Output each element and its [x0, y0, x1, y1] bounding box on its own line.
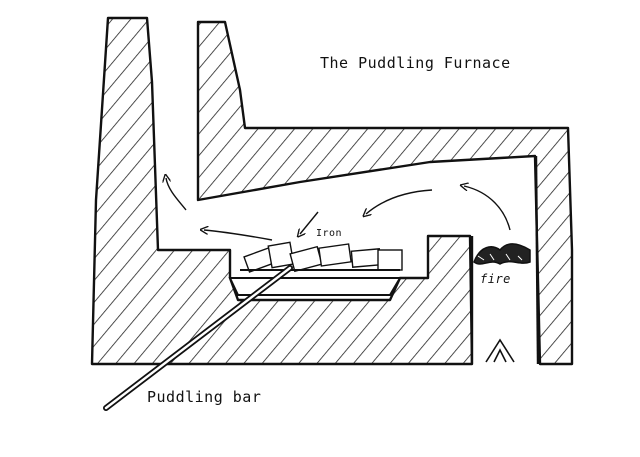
ash-pile [485, 338, 515, 363]
diagram-title: The Puddling Furnace [320, 54, 511, 72]
iron-charge [240, 241, 403, 273]
label-puddling-bar: Puddling bar [147, 388, 262, 406]
puddling-bar [103, 265, 293, 411]
fire-coals [473, 243, 531, 265]
chimney-right-wall-and-roof [196, 20, 574, 366]
chimney-left-wall [90, 16, 474, 366]
label-fire: fire [480, 272, 511, 286]
flow-arrows [166, 178, 511, 241]
label-iron: Iron [316, 228, 343, 239]
